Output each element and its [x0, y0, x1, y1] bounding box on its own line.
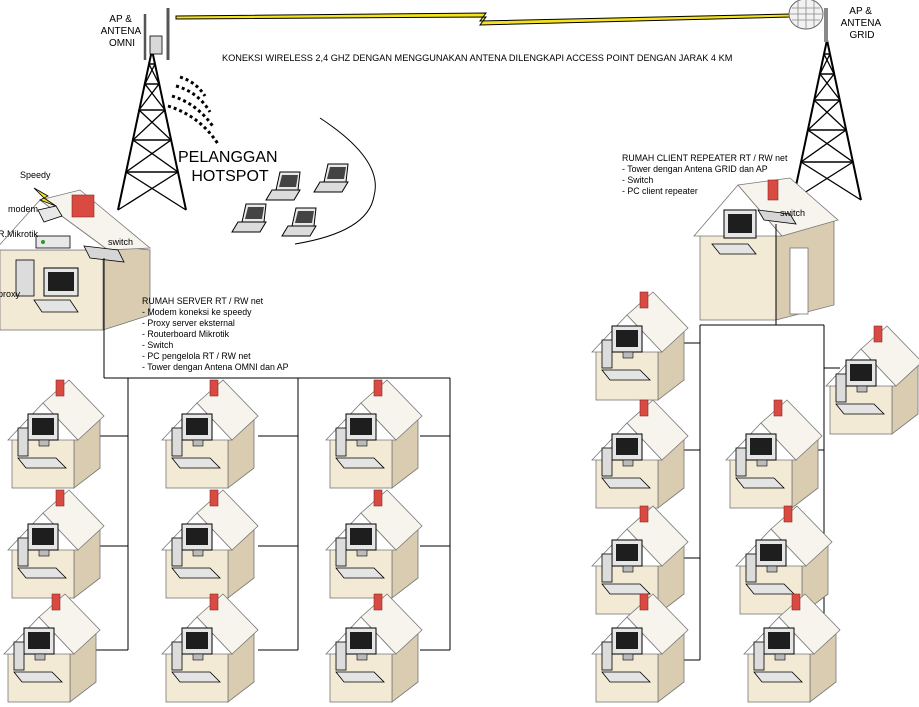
label-router: R.Mikrotik [0, 229, 38, 239]
left-tower [117, 8, 187, 211]
left-lan-lines [92, 258, 451, 651]
server-description: RUMAH SERVER RT / RW net - Modem koneksi… [142, 296, 289, 372]
modem-icon [37, 205, 63, 223]
right-tower-label: AP & ANTENA GRID [841, 6, 884, 41]
router-icon [35, 235, 71, 249]
grid-antenna-icon [788, 0, 828, 42]
left-client-houses [3, 379, 423, 703]
signal-waves-icon [167, 75, 220, 145]
client-house [591, 291, 689, 401]
switch-icon [83, 245, 125, 263]
proxy-server-icon [15, 259, 35, 297]
right-lan-lines [676, 224, 840, 661]
client-house [325, 379, 423, 489]
server-house [0, 187, 152, 331]
left-tower-label: AP & ANTENA OMNI [101, 14, 144, 49]
switch-icon [757, 209, 797, 225]
client-house [161, 489, 259, 599]
diagram-title: KONEKSI WIRELESS 2,4 GHZ DENGAN MENGGUNA… [222, 53, 732, 63]
client-house [161, 593, 259, 703]
hotspot-area-arc [294, 117, 376, 245]
client-house [325, 489, 423, 599]
laptop-icon [313, 163, 349, 193]
label-switch-server: switch [108, 237, 133, 247]
laptop-icon [231, 203, 267, 233]
label-proxy: proxy [0, 289, 21, 299]
label-switch-client: switch [780, 208, 805, 218]
client-house [7, 379, 105, 489]
speedy-bolt-icon [33, 187, 57, 207]
label-speedy: Speedy [20, 170, 51, 180]
client-description: RUMAH CLIENT REPEATER RT / RW net - Towe… [622, 153, 790, 196]
hotspot-label: PELANGGAN HOTSPOT [178, 149, 282, 185]
wireless-link-bolt [175, 12, 791, 26]
client-house [591, 399, 689, 509]
client-house [161, 379, 259, 489]
right-tower [788, 0, 862, 201]
client-house [7, 489, 105, 599]
client-house [325, 593, 423, 703]
client-house [725, 399, 823, 509]
laptop-icon [281, 207, 317, 237]
client-house [3, 593, 101, 703]
right-client-houses [591, 291, 919, 703]
label-modem: modem [8, 204, 38, 214]
client-house [735, 505, 833, 615]
client-house [825, 325, 919, 435]
laptop-icon [265, 171, 301, 201]
client-repeater-house [693, 177, 839, 321]
